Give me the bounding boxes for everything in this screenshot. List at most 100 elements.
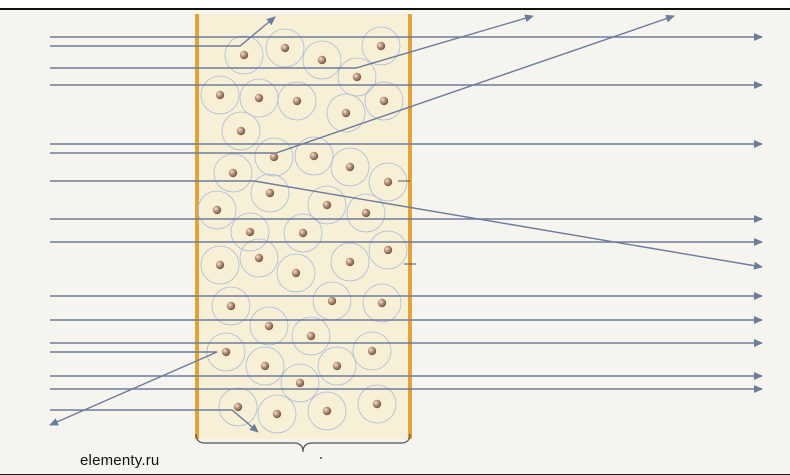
atom — [257, 394, 297, 434]
nucleus — [254, 93, 264, 103]
electron-cloud — [368, 230, 408, 270]
nucleus — [345, 257, 355, 267]
atom — [357, 384, 397, 424]
nucleus — [317, 55, 327, 65]
foil-left-edge — [195, 14, 199, 439]
atom — [245, 346, 285, 386]
electron-cloud — [257, 394, 297, 434]
nucleus — [269, 152, 279, 162]
electron-cloud — [249, 306, 289, 346]
electron-cloud — [200, 75, 240, 115]
electron-cloud — [364, 81, 404, 121]
atom — [330, 242, 370, 282]
atom — [337, 57, 377, 97]
nucleus — [221, 347, 231, 357]
nucleus — [383, 177, 393, 187]
atom — [280, 363, 320, 403]
particle-trajectory — [50, 14, 534, 69]
electron-cloud — [291, 316, 331, 356]
nucleus — [272, 409, 282, 419]
atom — [230, 212, 270, 252]
atom — [283, 213, 323, 253]
atom — [291, 316, 331, 356]
electron-cloud — [352, 331, 392, 371]
electron-cloud — [277, 81, 317, 121]
electron-cloud — [330, 242, 370, 282]
nucleus — [332, 361, 342, 371]
electron-cloud — [239, 238, 279, 278]
electron-cloud — [302, 40, 342, 80]
atom — [307, 185, 347, 225]
particle-trajectory — [50, 14, 675, 154]
electron-cloud — [211, 286, 251, 326]
atom — [249, 306, 289, 346]
nucleus — [212, 205, 222, 215]
electron-cloud — [250, 173, 290, 213]
nucleus — [361, 208, 371, 218]
atom — [276, 253, 316, 293]
electron-cloud — [283, 213, 323, 253]
nucleus — [292, 96, 302, 106]
foil-right-edge — [408, 14, 412, 439]
atom — [265, 28, 305, 68]
electron-cloud — [337, 57, 377, 97]
electron-cloud — [368, 162, 408, 202]
nucleus — [226, 301, 236, 311]
top-border — [0, 8, 790, 10]
electron-cloud — [317, 346, 357, 386]
atom — [221, 111, 261, 151]
nucleus — [295, 378, 305, 388]
nucleus — [377, 298, 387, 308]
electron-cloud — [218, 387, 258, 427]
nucleus — [352, 72, 362, 82]
atom — [368, 230, 408, 270]
atom — [213, 153, 253, 193]
electron-cloud — [197, 190, 237, 230]
nucleus — [215, 260, 225, 270]
electron-cloud — [200, 245, 240, 285]
atom — [250, 173, 290, 213]
nucleus — [345, 162, 355, 172]
atom — [200, 245, 240, 285]
electron-cloud — [221, 111, 261, 151]
atom — [317, 346, 357, 386]
electron-cloud — [307, 185, 347, 225]
nucleus — [322, 406, 332, 416]
atoms-group — [197, 26, 408, 434]
atom — [218, 387, 258, 427]
electron-cloud — [361, 26, 401, 66]
nucleus — [215, 90, 225, 100]
nucleus — [233, 402, 243, 412]
atom — [352, 331, 392, 371]
electron-cloud — [362, 283, 402, 323]
gold-foil — [197, 14, 410, 439]
atom — [254, 137, 294, 177]
nucleus — [298, 228, 308, 238]
nucleus — [280, 43, 290, 53]
nucleus — [379, 96, 389, 106]
electron-cloud — [330, 147, 370, 187]
particle-trajectory — [50, 16, 276, 47]
atom — [307, 391, 347, 431]
atom — [361, 26, 401, 66]
electron-cloud — [276, 253, 316, 293]
nucleus — [239, 50, 249, 60]
atom — [368, 162, 408, 202]
nucleus — [322, 200, 332, 210]
electron-cloud — [213, 153, 253, 193]
nucleus — [372, 399, 382, 409]
atom — [197, 190, 237, 230]
atom — [346, 193, 386, 233]
electron-cloud — [254, 137, 294, 177]
atom — [364, 81, 404, 121]
nucleus — [306, 331, 316, 341]
atom — [294, 136, 334, 176]
atom — [224, 35, 264, 75]
particle-trajectory — [49, 351, 218, 426]
brace-dot — [320, 457, 322, 459]
nucleus — [291, 268, 301, 278]
nucleus — [260, 361, 270, 371]
nucleus — [236, 126, 246, 136]
